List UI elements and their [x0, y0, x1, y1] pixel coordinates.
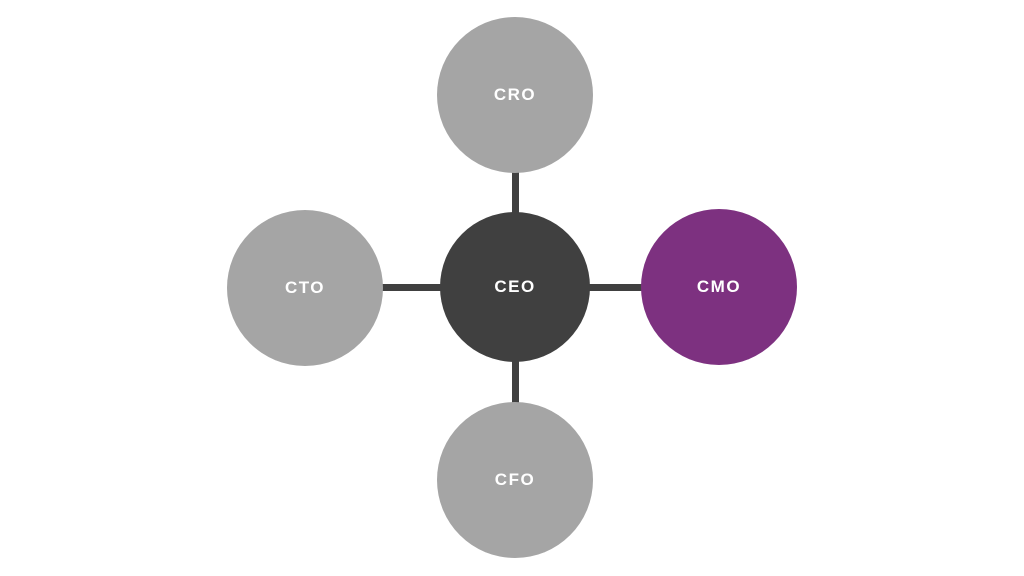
- node-ceo: CEO: [440, 212, 590, 362]
- node-cro: CRO: [437, 17, 593, 173]
- node-cfo-label: CFO: [494, 470, 536, 489]
- connector-ceo-cto: [368, 284, 452, 291]
- node-cmo-label: CMO: [696, 277, 742, 296]
- node-cfo: CFO: [437, 402, 593, 558]
- connector-ceo-cmo: [578, 284, 654, 291]
- node-cro-label: CRO: [493, 85, 537, 104]
- node-ceo-label: CEO: [494, 277, 536, 296]
- node-cto: CTO: [227, 210, 383, 366]
- connector-ceo-cfo: [512, 350, 519, 412]
- node-cto-label: CTO: [284, 278, 326, 297]
- connector-ceo-cro: [512, 160, 519, 222]
- node-cmo: CMO: [641, 209, 797, 365]
